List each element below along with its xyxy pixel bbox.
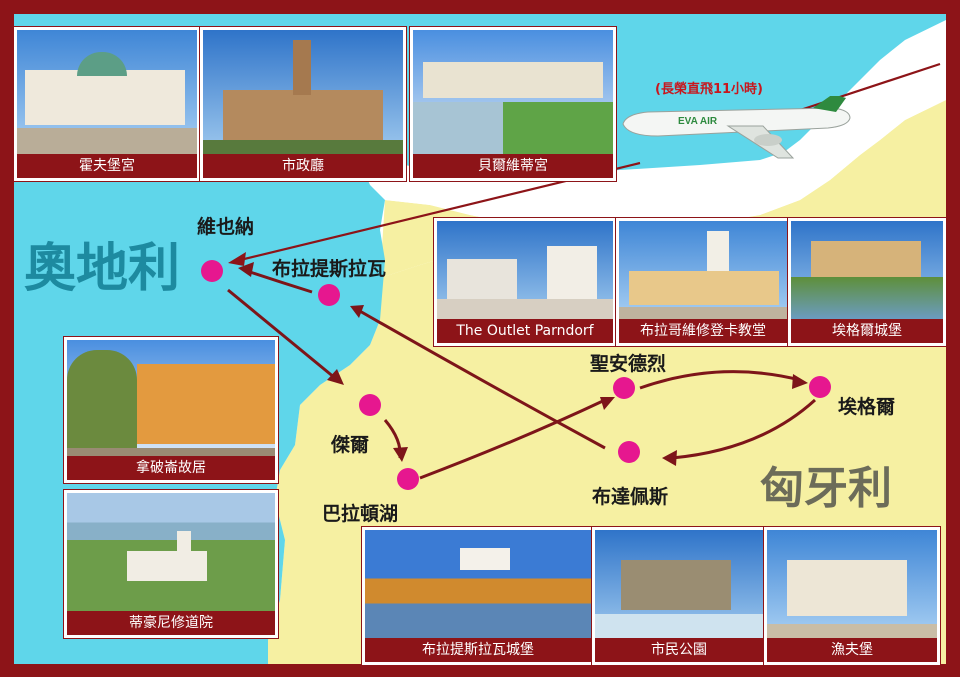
border-strip bbox=[355, 60, 946, 240]
photo-serbian-church-image bbox=[619, 221, 787, 319]
stop-dot-balaton bbox=[397, 468, 419, 490]
city-label-eger: 埃格爾 bbox=[838, 396, 896, 418]
route-eger-budapest bbox=[671, 398, 817, 460]
eva-air-plane: EVA AIR bbox=[622, 96, 851, 159]
caption-belvedere: 貝爾維蒂宮 bbox=[413, 154, 613, 178]
photo-bratislava-castle-image bbox=[365, 530, 591, 638]
caption-bratislava-castle: 布拉提斯拉瓦城堡 bbox=[365, 638, 591, 662]
caption-parndorf: The Outlet Parndorf bbox=[437, 319, 613, 343]
photo-fishermans-bastion-image bbox=[767, 530, 937, 638]
caption-city-hall: 市政廳 bbox=[203, 154, 403, 178]
stop-dot-gyor bbox=[359, 394, 381, 416]
city-label-bratislava: 布拉提斯拉瓦 bbox=[272, 258, 387, 280]
flight-duration-note: (長榮直飛11小時) bbox=[655, 82, 763, 97]
caption-city-park: 市民公園 bbox=[595, 638, 763, 662]
photo-bratislava-castle: 布拉提斯拉瓦城堡 bbox=[362, 527, 594, 665]
stop-dot-szentendre bbox=[613, 377, 635, 399]
photo-fishermans-bastion: 漁夫堡 bbox=[764, 527, 940, 665]
route-budapest-bratislava bbox=[357, 308, 606, 450]
country-label-austria: 奧地利 bbox=[24, 239, 181, 299]
route-bratislava-vienna bbox=[249, 270, 313, 294]
photo-belvedere: 貝爾維蒂宮 bbox=[410, 27, 616, 181]
city-label-szentendre: 聖安德烈 bbox=[590, 353, 667, 375]
caption-fishermans-bastion: 漁夫堡 bbox=[767, 638, 937, 662]
stop-dot-vienna bbox=[201, 260, 223, 282]
stop-dot-eger bbox=[809, 376, 831, 398]
photo-eger-castle-image bbox=[791, 221, 943, 319]
city-label-balaton: 巴拉頓湖 bbox=[322, 503, 399, 525]
photo-city-park: 市民公園 bbox=[592, 527, 766, 665]
photo-napoleon-house: 拿破崙故居 bbox=[64, 337, 278, 483]
country-label-hungary: 匈牙利 bbox=[760, 463, 892, 514]
photo-hofburg-image bbox=[17, 30, 197, 154]
photo-parndorf-image bbox=[437, 221, 613, 319]
stop-dot-budapest bbox=[618, 441, 640, 463]
caption-serbian-church: 布拉哥維修登卡教堂 bbox=[619, 319, 787, 343]
photo-city-hall: 市政廳 bbox=[200, 27, 406, 181]
route-balaton-szentendre bbox=[419, 398, 606, 480]
caption-eger-castle: 埃格爾城堡 bbox=[791, 319, 943, 343]
photo-tihany-abbey: 蒂豪尼修道院 bbox=[64, 490, 278, 638]
airline-logo-text: EVA AIR bbox=[678, 116, 718, 127]
photo-napoleon-house-image bbox=[67, 340, 275, 456]
route-lines bbox=[227, 270, 817, 480]
photo-serbian-church: 布拉哥維修登卡教堂 bbox=[616, 218, 790, 346]
stop-dot-bratislava bbox=[318, 284, 340, 306]
caption-tihany-abbey: 蒂豪尼修道院 bbox=[67, 611, 275, 635]
photo-parndorf: The Outlet Parndorf bbox=[434, 218, 616, 346]
photo-eger-castle: 埃格爾城堡 bbox=[788, 218, 946, 346]
photo-city-hall-image bbox=[203, 30, 403, 154]
city-label-budapest: 布達佩斯 bbox=[592, 486, 669, 508]
route-arrowheads bbox=[238, 262, 808, 466]
flight-arrowhead bbox=[228, 252, 246, 266]
route-szentendre-eger bbox=[639, 370, 801, 390]
route-vienna-gyor bbox=[227, 288, 336, 380]
photo-city-park-image bbox=[595, 530, 763, 638]
photo-belvedere-image bbox=[413, 30, 613, 154]
city-label-vienna: 維也納 bbox=[197, 216, 255, 238]
caption-napoleon-house: 拿破崙故居 bbox=[67, 456, 275, 480]
photo-hofburg: 霍夫堡宮 bbox=[14, 27, 200, 181]
photo-tihany-abbey-image bbox=[67, 493, 275, 611]
caption-hofburg: 霍夫堡宮 bbox=[17, 154, 197, 178]
city-label-gyor: 傑爾 bbox=[331, 434, 370, 456]
